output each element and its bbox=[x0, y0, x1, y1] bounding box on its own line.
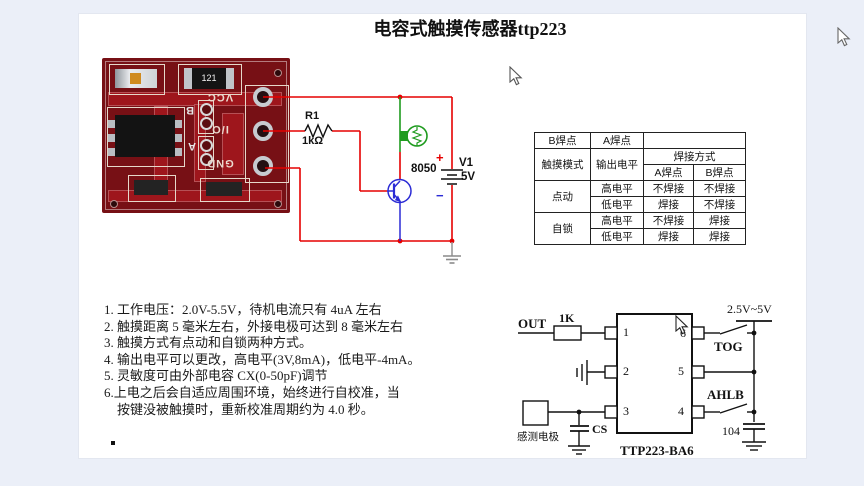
note-line-5: 5. 灵敏度可由外部电容 CX(0-50pF)调节 bbox=[104, 368, 328, 384]
mouse-cursor-icon bbox=[509, 66, 523, 86]
io-hole bbox=[253, 121, 273, 141]
battery-reference: V1 bbox=[459, 157, 474, 169]
vcc-hole bbox=[253, 87, 273, 107]
table-cell: 触摸模式 bbox=[534, 148, 591, 181]
tog-label: TOG bbox=[714, 339, 743, 354]
resistor-terminal bbox=[184, 68, 192, 89]
jumper-b-silkscreen bbox=[198, 100, 214, 134]
ic-silkscreen bbox=[107, 107, 185, 167]
table-cell: 自锁 bbox=[534, 212, 591, 245]
io-label: I/O bbox=[211, 123, 229, 135]
stray-dot bbox=[111, 441, 115, 445]
ic-pin bbox=[108, 148, 115, 156]
table-cell: 焊接 bbox=[643, 228, 694, 245]
pin-number-5: 5 bbox=[678, 364, 684, 378]
ttp223-ic bbox=[115, 115, 175, 157]
series-resistor-label: 1K bbox=[559, 311, 575, 325]
table-cell: 不焊接 bbox=[693, 196, 746, 213]
table-cell: B焊点 bbox=[534, 132, 591, 149]
note-line-2: 2. 触摸距离 5 毫米左右，外接电极可达到 8 毫米左右 bbox=[104, 318, 404, 334]
feature-notes: 1. 工作电压：2.0V-5.5V，待机电流只有 4uA 左右 2. 触摸距离 … bbox=[104, 302, 504, 418]
jumper-a-label: A bbox=[188, 140, 196, 152]
table-cell: 焊接方式 bbox=[643, 148, 746, 165]
resistor-silkscreen bbox=[178, 64, 242, 95]
note-line-1: 1. 工作电压：2.0V-5.5V，待机电流只有 4uA 左右 bbox=[104, 302, 382, 317]
table-cell: B焊点 bbox=[693, 164, 746, 181]
pin-number-3: 3 bbox=[623, 404, 629, 418]
gnd-hole bbox=[253, 156, 273, 176]
ic-pin bbox=[175, 148, 182, 156]
chip-name-label: TTP223-BA6 bbox=[620, 443, 694, 458]
pin-number-4: 4 bbox=[678, 404, 684, 418]
table-cell: 高电平 bbox=[590, 212, 644, 229]
table-cell: 高电平 bbox=[590, 180, 644, 197]
table-cell: 焊接 bbox=[693, 228, 746, 245]
out-label: OUT bbox=[518, 316, 547, 331]
mounting-hole bbox=[274, 69, 282, 77]
ic-pin bbox=[175, 120, 182, 128]
mouse-cursor-icon bbox=[837, 27, 851, 47]
mouse-cursor-icon bbox=[675, 315, 689, 335]
table-cell: 低电平 bbox=[590, 228, 644, 245]
note-line-4: 4. 输出电平可以更改，高电平(3V,8mA)，低电平-4mA。 bbox=[104, 351, 421, 367]
led-die bbox=[130, 73, 141, 84]
battery-value: 5V bbox=[461, 171, 476, 183]
jumper-b-label: B bbox=[186, 104, 194, 116]
cs-capacitor-label: CS bbox=[592, 422, 608, 436]
table-cell: 焊接 bbox=[643, 196, 694, 213]
pin-number-2: 2 bbox=[623, 364, 629, 378]
table-cell: 不焊接 bbox=[693, 180, 746, 197]
jumper-a-silkscreen bbox=[198, 136, 214, 170]
solder-pad bbox=[200, 103, 213, 116]
solder-pad bbox=[200, 153, 213, 166]
table-cell: 不焊接 bbox=[643, 212, 694, 229]
note-line-3: 3. 触摸方式有点动和自锁两种方式。 bbox=[104, 335, 313, 351]
table-cell: 焊接 bbox=[693, 212, 746, 229]
smd-capacitor bbox=[206, 182, 242, 196]
transistor-reference: 8050 bbox=[411, 163, 437, 175]
page-title: 电容式触摸传感器ttp223 bbox=[373, 19, 567, 39]
resistor-terminal bbox=[226, 68, 234, 89]
electrode-label: 感测电极 bbox=[517, 431, 559, 443]
supply-voltage-label: 2.5V~5V bbox=[727, 302, 772, 316]
table-cell: 不焊接 bbox=[643, 180, 694, 197]
r1-reference: R1 bbox=[305, 110, 320, 122]
gnd-label: GND bbox=[206, 157, 234, 169]
mounting-hole bbox=[110, 200, 118, 208]
r1-value: 1kΩ bbox=[302, 135, 324, 147]
led-silkscreen bbox=[109, 64, 165, 95]
capacitor-silkscreen bbox=[200, 178, 250, 202]
solder-mode-table: B焊点 A焊点 触摸模式 输出电平 焊接方式 A焊点 B焊点 点动 高电平 不焊… bbox=[534, 132, 746, 245]
table-cell: A焊点 bbox=[643, 164, 694, 181]
smd-resistor: 121 bbox=[184, 68, 234, 89]
table-cell: 点动 bbox=[534, 180, 591, 213]
mounting-hole bbox=[274, 200, 282, 208]
pcb-module-photo: 121 B A VCC I/O GND bbox=[102, 58, 290, 213]
battery-plus-sign: + bbox=[436, 150, 444, 165]
pin-number-1: 1 bbox=[623, 325, 629, 339]
pcb-trace bbox=[222, 113, 244, 175]
ic-pin bbox=[108, 134, 115, 142]
solder-pad bbox=[200, 117, 213, 130]
capacitor-silkscreen bbox=[128, 175, 176, 202]
battery-minus-sign: − bbox=[436, 188, 444, 203]
ahlb-label: AHLB bbox=[707, 387, 744, 402]
smd-capacitor bbox=[134, 180, 168, 195]
note-line-6: 6.上电之后会自适应周围环境，始终进行自校准，当 bbox=[104, 384, 400, 400]
vcc-label: VCC bbox=[206, 91, 234, 103]
solder-pad bbox=[200, 139, 213, 152]
table-cell bbox=[643, 132, 746, 149]
ic-pin bbox=[175, 134, 182, 142]
table-cell: 输出电平 bbox=[590, 148, 644, 181]
table-cell: A焊点 bbox=[590, 132, 644, 149]
ic-pin bbox=[108, 120, 115, 128]
cap-104-label: 104 bbox=[722, 424, 740, 438]
led-component bbox=[115, 69, 157, 88]
header-silkscreen bbox=[245, 85, 289, 183]
resistor-marking: 121 bbox=[201, 73, 217, 83]
note-line-7: 按键没被触摸时，重新校准周期约为 4.0 秒。 bbox=[117, 401, 374, 417]
table-cell: 低电平 bbox=[590, 196, 644, 213]
pcb-silkscreen-frame bbox=[105, 61, 287, 210]
